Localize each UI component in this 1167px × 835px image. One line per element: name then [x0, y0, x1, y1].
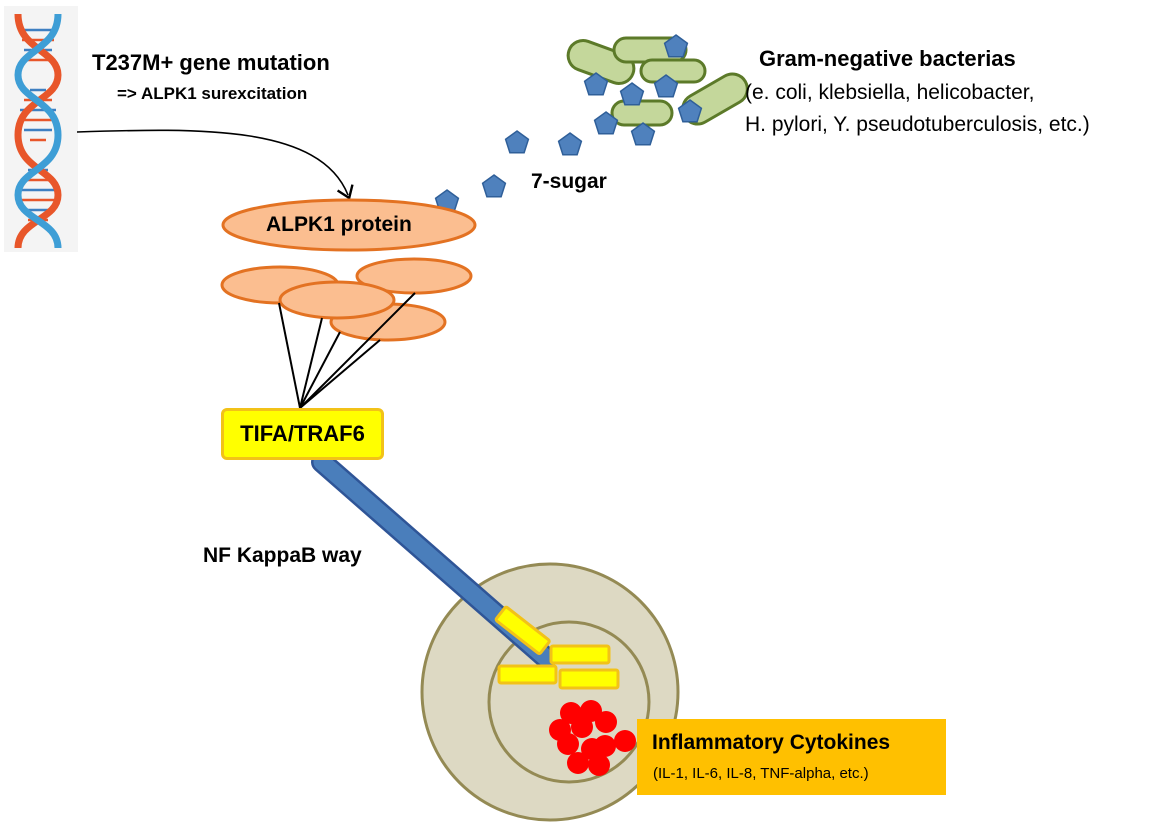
protein-cluster — [220, 257, 473, 342]
bacteria-title: Gram-negative bacterias — [759, 46, 1016, 71]
sugar-pentagon — [619, 82, 645, 106]
dna-icon — [4, 6, 78, 252]
sugar-pentagon — [583, 72, 609, 96]
sugar-pentagon — [663, 34, 689, 58]
mutation-arrow — [76, 129, 354, 200]
alpk1-protein — [221, 198, 477, 252]
cytokines-subtitle: (IL-1, IL-6, IL-8, TNF-alpha, etc.) — [653, 765, 869, 782]
mutation-subtitle: => ALPK1 surexcitation — [117, 84, 308, 103]
mutation-title: T237M+ gene mutation — [92, 50, 330, 75]
sugar-pentagon — [557, 132, 583, 156]
bacteria-examples-line2: H. pylori, Y. pseudotuberculosis, etc.) — [745, 113, 1090, 136]
bacteria-examples-line1: (e. coli, klebsiella, helicobacter, — [745, 81, 1035, 104]
sugar-pentagon — [653, 74, 679, 98]
cytokine-dots — [549, 700, 636, 776]
tifa-traf6-box: TIFA/TRAF6 — [221, 408, 384, 460]
sugar-pentagon — [630, 122, 656, 146]
binding-lines — [278, 292, 416, 409]
sugar-pentagon — [481, 174, 507, 198]
protein-label: ALPK1 protein — [266, 213, 412, 236]
cytokines-title: Inflammatory Cytokines — [652, 731, 891, 754]
sugar-label: 7-sugar — [531, 170, 607, 193]
pathway-label: NF KappaB way — [203, 544, 362, 567]
sugar-pentagon — [593, 111, 619, 135]
signal-bars — [494, 605, 620, 690]
sugar-pentagon — [504, 130, 530, 154]
tifa-traf6-label: TIFA/TRAF6 — [240, 421, 365, 446]
sugar-pentagon — [677, 99, 703, 123]
cytokines-box: Inflammatory Cytokines (IL-1, IL-6, IL-8… — [637, 719, 946, 795]
